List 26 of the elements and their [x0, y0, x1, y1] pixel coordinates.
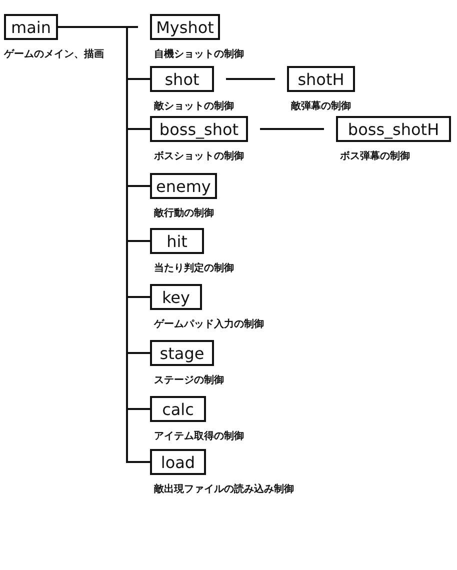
description-text: 敵出現ファイルの読み込み制御: [154, 482, 294, 496]
module-box: Myshot: [150, 14, 220, 40]
description-text: 自機ショットの制御: [154, 48, 244, 61]
description-text: ゲームパッド入力の制御: [154, 318, 264, 331]
description-text: 敵弾幕の制御: [291, 100, 351, 113]
description-text: アイテム取得の制御: [154, 430, 244, 443]
module-box: main: [4, 14, 58, 40]
description-text: ゲームのメイン、描画: [4, 48, 104, 61]
module-box: load: [150, 449, 206, 475]
module-box: shot: [150, 66, 214, 92]
module-box: enemy: [150, 173, 217, 199]
module-box: shotH: [287, 66, 355, 92]
module-box: hit: [150, 228, 204, 254]
module-box: stage: [150, 340, 214, 366]
module-box: calc: [150, 396, 206, 422]
connector-line: [260, 128, 324, 130]
module-box: boss_shot: [150, 116, 248, 142]
description-text: ボスショットの制御: [154, 150, 244, 163]
connector-line: [226, 78, 275, 80]
description-text: 敵行動の制御: [154, 206, 214, 220]
module-box: key: [150, 284, 202, 310]
description-text: 当たり判定の制御: [154, 261, 234, 275]
module-box: boss_shotH: [336, 116, 451, 142]
description-text: 敵ショットの制御: [154, 100, 234, 113]
description-text: ボス弾幕の制御: [340, 150, 410, 163]
description-text: ステージの制御: [154, 374, 224, 387]
